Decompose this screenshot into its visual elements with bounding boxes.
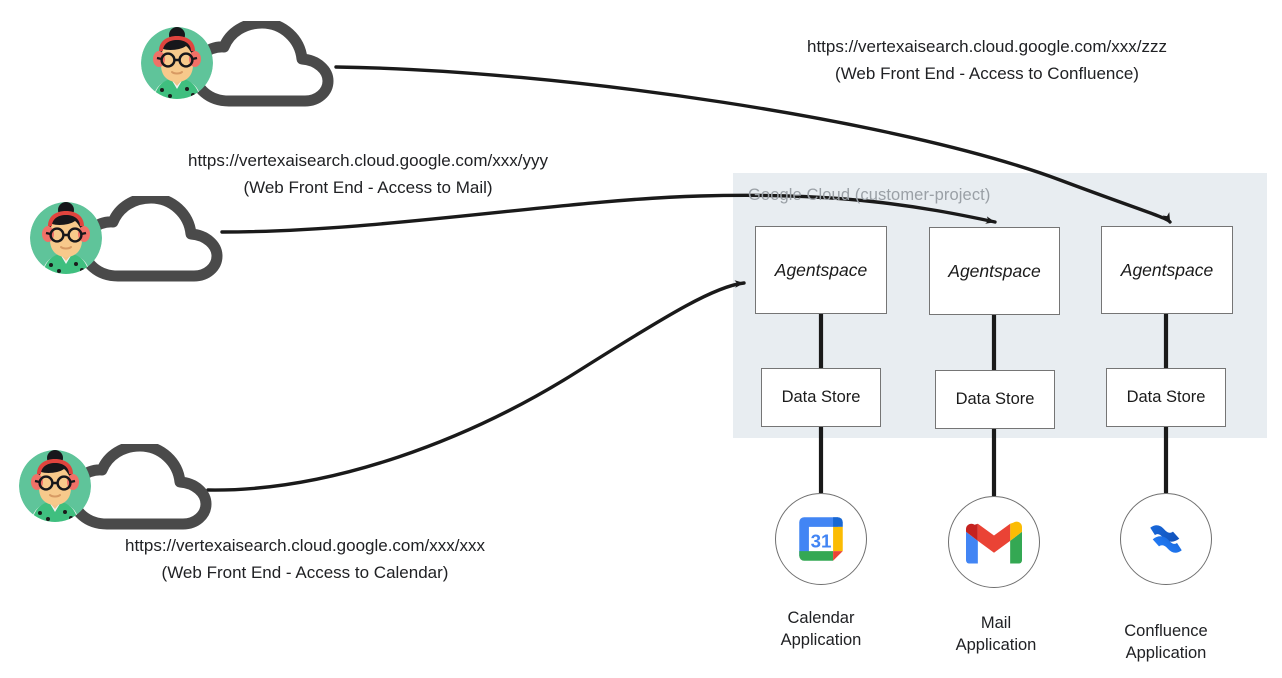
endpoint-label-mail: https://vertexaisearch.cloud.google.com/…	[188, 148, 548, 202]
datastore-box-confluence[interactable]: Data Store	[1106, 368, 1226, 427]
app-label-confluence: Confluence Application	[1071, 621, 1261, 665]
user-avatar	[141, 27, 213, 99]
confluence-icon	[1150, 525, 1182, 553]
google-calendar-icon: 31	[799, 517, 843, 561]
app-label-calendar: Calendar Application	[726, 608, 916, 652]
datastore-box-mail[interactable]: Data Store	[935, 370, 1055, 429]
user-avatar	[19, 450, 91, 522]
connector-user-calendar	[206, 280, 746, 492]
app-label-calendar-line1: Calendar	[787, 609, 855, 627]
endpoint-caption-calendar: (Web Front End - Access to Calendar)	[161, 562, 449, 582]
google-cloud-panel-label: Google Cloud (customer-project)	[748, 186, 991, 204]
user-cloud-calendar[interactable]	[19, 442, 219, 538]
app-label-mail: Mail Application	[901, 613, 1091, 657]
app-circle-calendar[interactable]: 31	[775, 493, 867, 585]
app-label-calendar-line2: Application	[780, 630, 862, 649]
agentspace-box-mail[interactable]: Agentspace	[929, 227, 1060, 315]
endpoint-url-calendar: https://vertexaisearch.cloud.google.com/…	[125, 536, 485, 555]
agentspace-box-calendar[interactable]: Agentspace	[755, 226, 887, 314]
user-cloud-confluence[interactable]	[141, 19, 341, 115]
app-circle-mail[interactable]	[948, 496, 1040, 588]
gmail-icon	[966, 521, 1022, 564]
endpoint-url-confluence: https://vertexaisearch.cloud.google.com/…	[807, 37, 1167, 56]
agentspace-box-confluence[interactable]: Agentspace	[1101, 226, 1233, 314]
endpoint-url-mail: https://vertexaisearch.cloud.google.com/…	[188, 151, 548, 170]
app-label-confluence-line2: Application	[1125, 643, 1207, 662]
endpoint-label-confluence: https://vertexaisearch.cloud.google.com/…	[807, 34, 1167, 88]
app-circle-confluence[interactable]	[1120, 493, 1212, 585]
endpoint-label-calendar: https://vertexaisearch.cloud.google.com/…	[125, 533, 485, 587]
user-avatar	[30, 202, 102, 274]
svg-text:31: 31	[811, 530, 832, 551]
datastore-box-calendar[interactable]: Data Store	[761, 368, 881, 427]
app-label-confluence-line1: Confluence	[1124, 622, 1208, 640]
endpoint-caption-mail: (Web Front End - Access to Mail)	[243, 177, 493, 197]
user-cloud-mail[interactable]	[30, 194, 230, 290]
app-label-mail-line2: Application	[955, 635, 1037, 654]
app-label-mail-line1: Mail	[980, 614, 1012, 632]
endpoint-caption-confluence: (Web Front End - Access to Confluence)	[835, 63, 1139, 83]
